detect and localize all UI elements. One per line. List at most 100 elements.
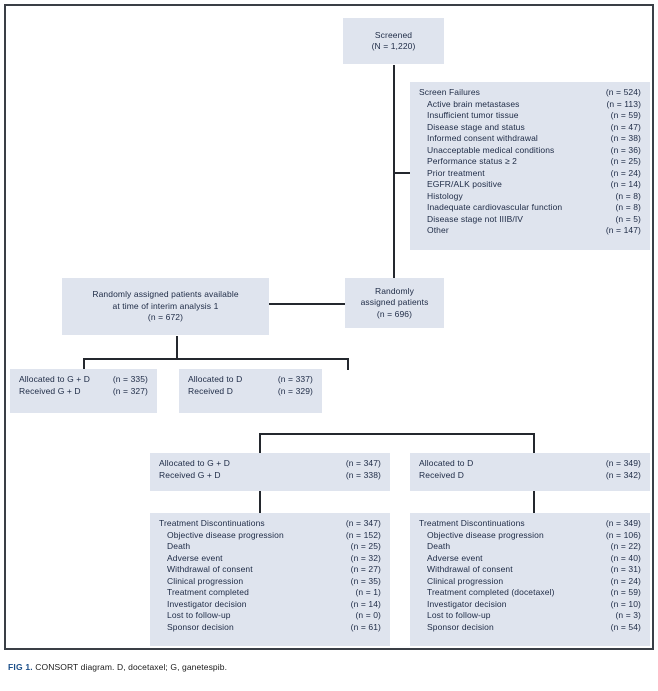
discont-gd-items: Objective disease progression (n = 152) … <box>159 530 381 634</box>
list-item-label: EGFR/ALK positive <box>427 179 502 189</box>
table-row: Allocated to D (n = 337) <box>188 374 313 386</box>
node-screen-failures[interactable]: Screen Failures (n = 524) Active brain m… <box>410 82 650 250</box>
list-item-count: (n = 40) <box>610 552 641 563</box>
list-item-count: (n = 31) <box>610 564 641 574</box>
screen-failures-header-count: (n = 524) <box>605 87 641 97</box>
list-item-label: Inadequate cardiovascular function <box>427 202 563 212</box>
row-label: Allocated to D <box>188 374 243 384</box>
list-item-label: Insufficient tumor tissue <box>427 110 519 120</box>
figure-number: FIG 1. <box>8 662 33 672</box>
list-item-count: (n = 54) <box>610 621 641 632</box>
list-item: Lost to follow-up (n = 0) <box>159 610 381 622</box>
row-label: Allocated to G + D <box>19 374 91 384</box>
node-allocated-d[interactable]: Allocated to D (n = 349) Received D (n =… <box>410 453 650 491</box>
interim-count: (n = 672) <box>147 312 184 323</box>
table-row: Allocated to G + D (n = 347) <box>159 458 381 470</box>
row-count: (n = 329) <box>277 385 313 396</box>
row-count: (n = 335) <box>112 374 148 384</box>
list-item: Disease stage and status (n = 47) <box>419 122 641 134</box>
list-item: Death (n = 22) <box>419 541 641 553</box>
discont-gd-header-label: Treatment Discontinuations <box>159 518 265 528</box>
list-item-count: (n = 25) <box>350 541 381 551</box>
list-item-count: (n = 14) <box>350 598 381 609</box>
list-item: Insufficient tumor tissue (n = 59) <box>419 110 641 122</box>
list-item-label: Objective disease progression <box>427 529 544 540</box>
row-count: (n = 337) <box>277 374 313 384</box>
list-item-count: (n = 152) <box>345 529 381 540</box>
list-item: Inadequate cardiovascular function (n = … <box>419 202 641 214</box>
connector-interim-gd-down <box>83 358 85 370</box>
list-item-count: (n = 47) <box>610 121 641 132</box>
discont-d-header-count: (n = 349) <box>605 518 641 528</box>
discont-d-header-label: Treatment Discontinuations <box>419 518 525 528</box>
list-item-count: (n = 8) <box>615 190 641 201</box>
list-item-count: (n = 10) <box>610 598 641 609</box>
screen-failures-header-label: Screen Failures <box>419 87 481 97</box>
list-item-label: Withdrawal of consent <box>167 564 253 574</box>
table-row: Received G + D (n = 338) <box>159 470 381 482</box>
figure-caption: FIG 1. CONSORT diagram. D, docetaxel; G,… <box>8 662 628 672</box>
list-item-count: (n = 3) <box>615 610 641 620</box>
list-item: Objective disease progression (n = 106) <box>419 530 641 542</box>
connector-alloc-gd-down <box>259 433 261 453</box>
list-item-count: (n = 24) <box>610 575 641 586</box>
list-item-label: Active brain metastases <box>427 98 520 109</box>
list-item-count: (n = 106) <box>605 529 641 540</box>
list-item: Withdrawal of consent (n = 31) <box>419 564 641 576</box>
list-item-label: Disease stage and status <box>427 121 525 132</box>
list-item-count: (n = 36) <box>610 144 641 155</box>
node-interim-allocated-d[interactable]: Allocated to D (n = 337) Received D (n =… <box>179 369 322 413</box>
list-item: Adverse event (n = 32) <box>159 553 381 565</box>
list-item-label: Adverse event <box>427 552 483 563</box>
list-item-label: Adverse event <box>167 552 223 563</box>
list-item-label: Disease stage not IIIB/IV <box>427 213 524 224</box>
randomized-line2: assigned patients <box>360 297 429 308</box>
node-screened[interactable]: Screened (N = 1,220) <box>343 18 444 64</box>
list-item-label: Lost to follow-up <box>167 610 231 620</box>
list-item: Lost to follow-up (n = 3) <box>419 610 641 622</box>
list-item-label: Prior treatment <box>427 167 485 178</box>
row-count: (n = 327) <box>112 385 148 396</box>
figure-caption-text: CONSORT diagram. D, docetaxel; G, ganete… <box>35 662 228 672</box>
node-interim-analysis[interactable]: Randomly assigned patients available at … <box>62 278 269 335</box>
table-row: Received D (n = 342) <box>419 470 641 482</box>
list-item: Death (n = 25) <box>159 541 381 553</box>
randomized-line1: Randomly <box>374 285 415 296</box>
node-interim-allocated-gd[interactable]: Allocated to G + D (n = 335) Received G … <box>10 369 157 413</box>
row-label: Received D <box>188 385 233 396</box>
list-item-count: (n = 0) <box>355 610 381 620</box>
list-item: Performance status ≥ 2 (n = 25) <box>419 156 641 168</box>
list-item-count: (n = 38) <box>610 133 641 143</box>
row-count: (n = 347) <box>345 458 381 468</box>
list-item: Informed consent withdrawal (n = 38) <box>419 133 641 145</box>
list-item: Other (n = 147) <box>419 225 641 237</box>
list-item-label: Clinical progression <box>167 575 244 586</box>
node-discontinuations-d[interactable]: Treatment Discontinuations (n = 349) Obj… <box>410 513 650 646</box>
list-item-count: (n = 27) <box>350 564 381 574</box>
connector-alloc-d-down <box>533 433 535 453</box>
list-item: Investigator decision (n = 10) <box>419 599 641 611</box>
list-item-count: (n = 25) <box>610 156 641 166</box>
list-item: Clinical progression (n = 24) <box>419 576 641 588</box>
node-randomly-assigned[interactable]: Randomly assigned patients (n = 696) <box>345 278 444 328</box>
list-item-label: Sponsor decision <box>167 621 234 632</box>
screened-title: Screened <box>374 29 413 40</box>
row-label: Allocated to D <box>419 458 474 468</box>
list-item-label: Death <box>167 541 191 551</box>
table-row: Allocated to G + D (n = 335) <box>19 374 148 386</box>
list-item-label: Treatment completed <box>167 587 249 597</box>
list-item-label: Performance status ≥ 2 <box>427 156 518 166</box>
node-discontinuations-gd[interactable]: Treatment Discontinuations (n = 347) Obj… <box>150 513 390 646</box>
row-label: Allocated to G + D <box>159 458 231 468</box>
row-label: Received G + D <box>159 469 221 480</box>
connector-interim-split <box>83 358 348 360</box>
connector-interim-down <box>176 336 178 358</box>
discont-gd-header-count: (n = 347) <box>345 518 381 528</box>
node-allocated-gd[interactable]: Allocated to G + D (n = 347) Received G … <box>150 453 390 491</box>
list-item: Objective disease progression (n = 152) <box>159 530 381 542</box>
connector-to-screen-failures <box>393 172 413 174</box>
interim-line2: at time of interim analysis 1 <box>112 300 219 311</box>
list-item: Clinical progression (n = 35) <box>159 576 381 588</box>
table-row: Received D (n = 329) <box>188 386 313 398</box>
